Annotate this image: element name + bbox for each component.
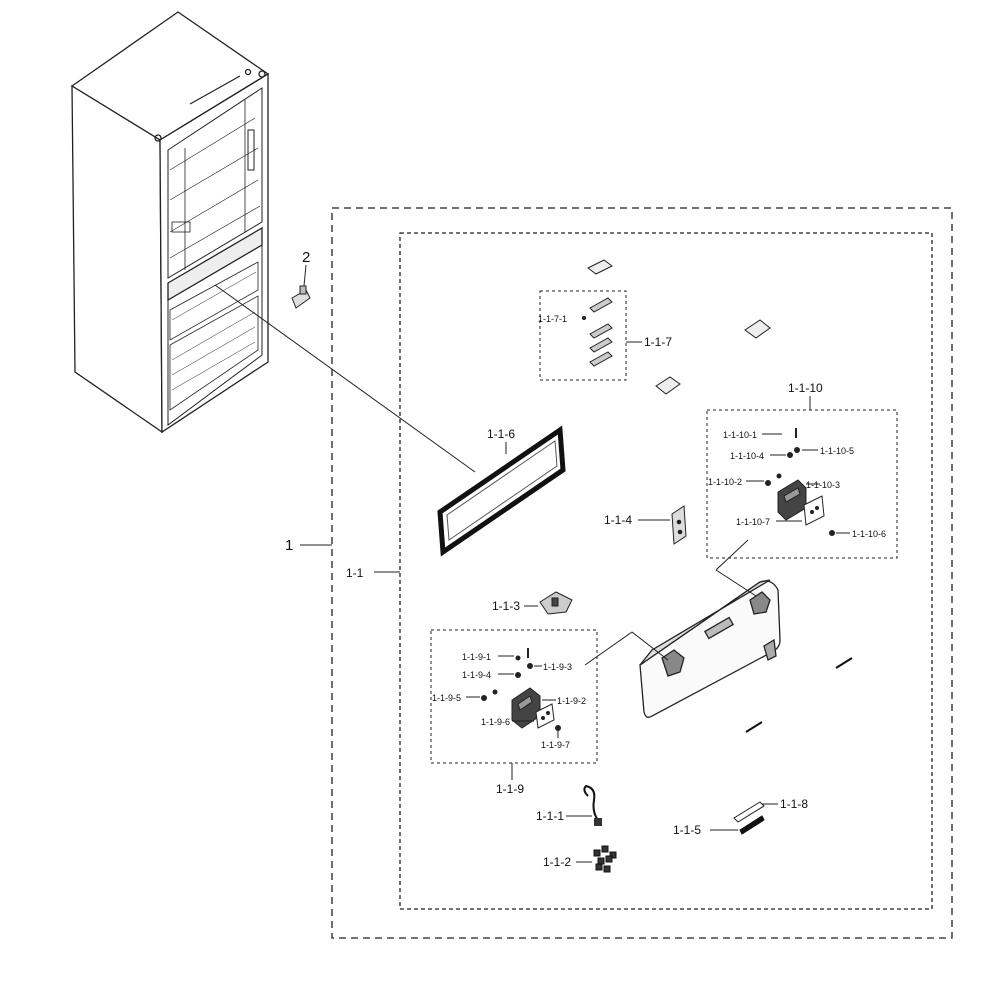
clip-icon xyxy=(655,319,771,395)
part-1-1-1-wire-icon xyxy=(583,784,599,821)
label-1-1-10-3: 1-1-10-3 xyxy=(806,480,840,490)
leader-line-2 xyxy=(303,264,307,287)
leader-line-1-1-10-to-panel xyxy=(715,539,749,571)
label-1-1-10-5: 1-1-10-5 xyxy=(820,446,854,456)
label-1-1-9: 1-1-9 xyxy=(496,782,524,796)
leader-line-cabinet-to-1-1-6 xyxy=(214,284,476,473)
label-1-1-10-7: 1-1-10-7 xyxy=(736,517,770,527)
label-1-1-9-5: 1-1-9-5 xyxy=(432,693,461,703)
label-1-1-7: 1-1-7 xyxy=(644,335,672,349)
label-1-1: 1-1 xyxy=(346,566,364,580)
part-1-1-3-clip-icon xyxy=(539,591,573,615)
part-1-1-10-1-pin-icon xyxy=(795,428,797,438)
part-1-1-9-4-washer-icon xyxy=(515,672,521,678)
label-1-1-2: 1-1-2 xyxy=(543,855,571,869)
fastener-icon xyxy=(492,689,498,695)
label-1-1-6: 1-1-6 xyxy=(487,427,515,441)
part-1-1-4-bracket-icon xyxy=(671,505,687,545)
part-1-1-6-gasket-icon xyxy=(437,425,566,557)
label-1-1-4: 1-1-4 xyxy=(604,513,632,527)
subassembly-1-1-boundary xyxy=(399,232,933,910)
label-1-1-10-2: 1-1-10-2 xyxy=(708,477,742,487)
part-1-1-7-strips-icon xyxy=(589,297,613,367)
label-1-1-10: 1-1-10 xyxy=(788,381,823,395)
label-1-1-1: 1-1-1 xyxy=(536,809,564,823)
label-1-1-10-6: 1-1-10-6 xyxy=(852,529,886,539)
label-2: 2 xyxy=(302,249,310,266)
assembly-1-boundary xyxy=(331,207,953,939)
label-1-1-9-6: 1-1-9-6 xyxy=(481,717,510,727)
leader-line-panel-to-1-1-9 xyxy=(631,631,669,661)
connector-icon xyxy=(594,818,602,826)
leader-line-1-1-9-to-panel xyxy=(584,631,633,666)
part-1-1-10-4-washer-icon xyxy=(787,452,793,458)
part-1-1-7-1-screw-icon xyxy=(582,316,586,320)
leader-line-panel-to-1-1-10 xyxy=(715,569,757,597)
part-1-1-9-6-plate-icon xyxy=(535,703,555,729)
part-1-1-9-5-screw-icon xyxy=(481,695,487,701)
label-1-1-9-2: 1-1-9-2 xyxy=(557,696,586,706)
label-1-1-7-1: 1-1-7-1 xyxy=(538,314,567,324)
part-1-1-9-1-pin-icon xyxy=(527,648,529,658)
part-1-1-9-7-screw-icon xyxy=(555,725,561,731)
group-1-1-7-boundary xyxy=(539,290,627,381)
part-1-1-7-top-tab-icon xyxy=(587,259,613,275)
fastener-icon xyxy=(515,655,521,661)
label-1-1-10-4: 1-1-10-4 xyxy=(730,451,764,461)
label-1-1-9-4: 1-1-9-4 xyxy=(462,670,491,680)
part-1-1-9-3-nut-icon xyxy=(527,663,533,669)
drawer-front-panel-icon xyxy=(639,579,781,718)
strip-icon xyxy=(745,721,763,733)
label-1-1-3: 1-1-3 xyxy=(492,599,520,613)
fastener-icon xyxy=(776,473,782,479)
label-1-1-9-1: 1-1-9-1 xyxy=(462,652,491,662)
label-1-1-9-7: 1-1-9-7 xyxy=(541,740,570,750)
part-1-1-10-5-nut-icon xyxy=(794,447,800,453)
label-1-1-8: 1-1-8 xyxy=(780,797,808,811)
part-1-1-8-strip-icon xyxy=(733,801,765,823)
strip-icon xyxy=(835,657,853,669)
part-1-1-5-strip-icon xyxy=(739,815,765,835)
part-1-1-9-2-hinge-icon xyxy=(511,687,541,729)
label-1: 1 xyxy=(285,537,293,554)
refrigerator-cabinet xyxy=(70,11,270,434)
part-2-icon xyxy=(291,285,311,309)
group-1-1-10-boundary xyxy=(706,409,898,559)
part-1-1-10-2-screw-icon xyxy=(765,480,771,486)
part-1-1-2-terminal-block-icon xyxy=(593,845,617,873)
label-1-1-9-3: 1-1-9-3 xyxy=(543,662,572,672)
part-1-1-10-7-plate-icon xyxy=(803,495,825,526)
part-1-1-10-6-screw-icon xyxy=(829,530,835,536)
label-1-1-5: 1-1-5 xyxy=(673,823,701,837)
label-1-1-10-1: 1-1-10-1 xyxy=(723,430,757,440)
part-1-1-10-3-hinge-icon xyxy=(777,479,807,521)
